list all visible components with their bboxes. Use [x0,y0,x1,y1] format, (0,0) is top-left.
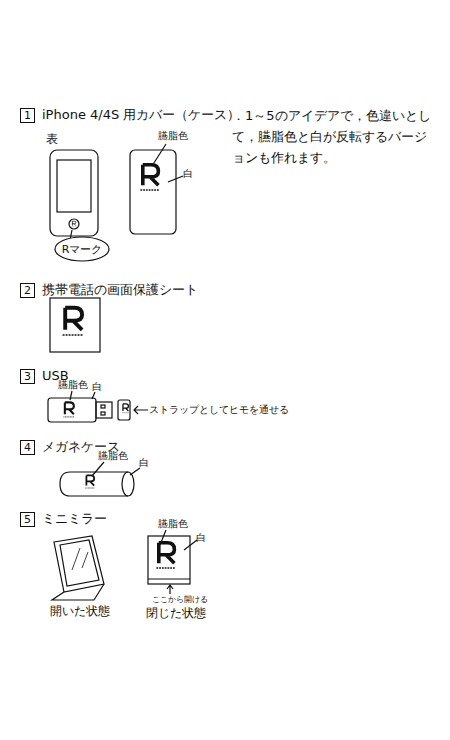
r-logo [72,221,76,227]
usb-hole [101,412,105,415]
mirror-seam [148,578,190,579]
note-label: 閉じた状態 [146,606,206,620]
mirror-glass [60,540,99,586]
usb-connector [96,402,112,418]
section-number: 2 [20,283,35,298]
r-logo [63,308,84,335]
callout-number: 4 [24,441,31,454]
r-logo [85,475,95,488]
leader-line [152,144,166,166]
callout-number: 5 [24,513,31,526]
r-logo [122,404,129,413]
usb-cap [118,400,130,420]
glasses-case [60,472,128,496]
callout-number: 3 [24,370,31,383]
note-label: 臙脂色 [98,450,128,462]
glare [72,548,88,570]
note-label: ミニミラー [42,511,107,527]
r-logo [63,402,74,417]
case-back [130,150,176,234]
section-number: 1 [20,108,35,123]
section-number: 5 [20,512,35,527]
note-label: ストラップとしてヒモを通せる [149,404,289,416]
callout-number: 2 [24,284,31,297]
case-end [122,472,134,496]
usb-body [48,398,96,422]
r-logo [156,543,175,568]
leader-line [168,176,183,182]
leader-line [70,391,95,400]
note-label: ．1～5のアイデアで，色違いとして，臙脂色と白が反転するバージョンも作れます。 [232,106,432,168]
mirror-closed [148,536,190,584]
screen-sheet [50,298,100,352]
note-label: 白 [183,168,193,180]
note-label: 白 [196,532,206,544]
leader-line [92,462,140,476]
mirror-open [54,536,104,592]
phone-front [50,150,98,236]
note-label: 白 [139,457,149,469]
note-label: 臙脂色 [158,130,188,142]
r-logo [140,165,159,190]
pointer-arrow [134,406,148,414]
bubble-shape [55,237,109,261]
note-label: iPhone 4/4S 用カバー（ケース） [42,107,240,123]
note-label: ここから開ける [152,595,208,605]
leader-line [160,530,197,550]
note-label: 白 [92,381,102,393]
note-label: 開いた状態 [50,604,110,618]
section-number: 4 [20,440,35,455]
note-label: 臙脂色 [158,518,188,530]
home-button [69,219,79,229]
open-arrow [167,585,173,594]
phone-screen [57,160,91,212]
note-label: 臙脂色 [58,379,88,391]
note-label: 携帯電話の画面保護シート [42,282,198,298]
section-number: 3 [20,369,35,384]
mirror-base [52,584,104,600]
callout-text: Rマーク [62,242,103,257]
usb-hole [101,405,105,408]
callout-bubble: Rマーク [54,236,110,262]
note-label: 表 [46,132,58,146]
callout-number: 1 [24,109,31,122]
